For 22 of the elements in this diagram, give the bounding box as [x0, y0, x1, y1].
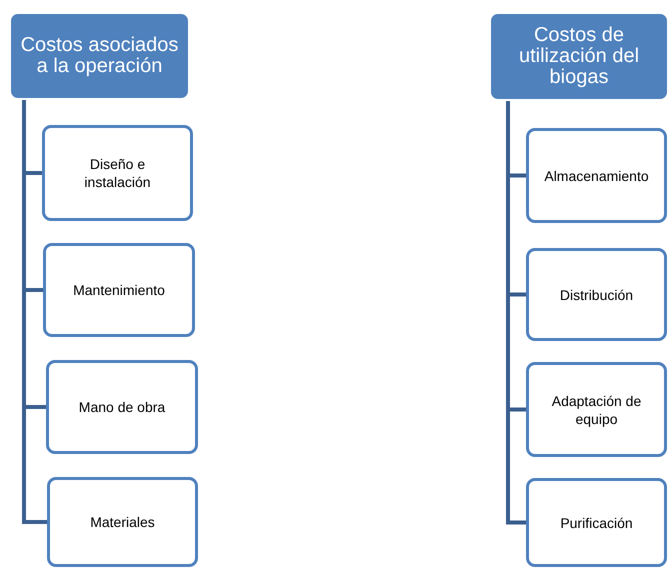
- item-box: [47, 477, 198, 567]
- connector-line: [506, 101, 526, 524]
- item-label: Mano de obra: [78, 398, 166, 416]
- item-label: Mantenimiento: [73, 281, 165, 299]
- item-box: [526, 362, 667, 457]
- item-box: [526, 128, 667, 223]
- item-label: Distribución: [560, 286, 634, 304]
- header-box: [489, 12, 669, 101]
- item-box: [43, 243, 195, 337]
- item-box: [46, 360, 198, 454]
- item-label: Adaptación de equipo: [550, 392, 642, 428]
- header-text: Costos de utilización del biogas: [518, 25, 640, 88]
- header-box: [9, 12, 190, 100]
- item-label: Almacenamiento: [544, 166, 649, 184]
- item-label: Purificación: [560, 514, 633, 532]
- item-box: [526, 478, 667, 567]
- item-label: Diseño e instalación: [83, 155, 152, 191]
- item-box: [42, 125, 193, 221]
- header-text: Costos asociados a la operación: [20, 35, 180, 77]
- item-box: [526, 248, 667, 341]
- connector-line: [22, 100, 47, 524]
- item-label: Materiales: [90, 513, 155, 531]
